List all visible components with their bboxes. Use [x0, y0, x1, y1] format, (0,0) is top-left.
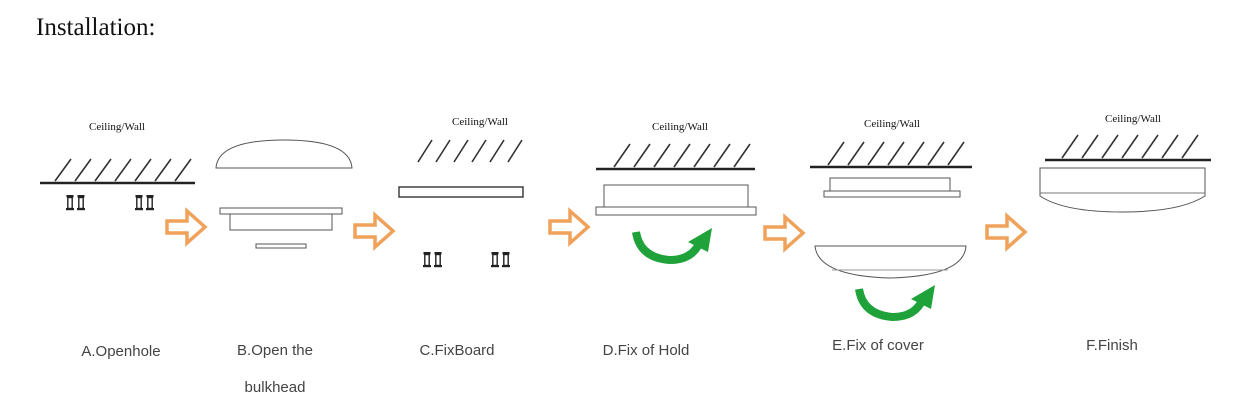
step-a-illustration: Ceiling/Wall: [40, 121, 195, 211]
rotate-arrow-icon: [859, 285, 935, 317]
step-c-illustration: Ceiling/Wall: [398, 116, 524, 268]
step-b-illustration: [215, 139, 353, 249]
surface-label: Ceiling/Wall: [652, 121, 708, 133]
step-c-caption: C.FixBoard: [419, 342, 494, 359]
step-b-caption-line2: bulkhead: [245, 379, 306, 396]
step-e-illustration: Ceiling/Wall: [810, 118, 972, 317]
surface-label: Ceiling/Wall: [452, 116, 508, 128]
forward-arrow-icon: [165, 209, 207, 245]
screw-icon: [422, 251, 511, 268]
forward-arrow-icon: [985, 214, 1027, 250]
step-d-caption: D.Fix of Hold: [603, 342, 690, 359]
step-e-caption: E.Fix of cover: [832, 337, 924, 354]
step-a-caption: A.Openhole: [81, 343, 160, 360]
forward-arrow-icon: [353, 213, 395, 249]
step-f-caption: F.Finish: [1086, 337, 1138, 354]
rotate-arrow-icon: [636, 228, 712, 260]
step-d-illustration: Ceiling/Wall: [595, 121, 757, 260]
forward-arrow-icon: [548, 209, 590, 245]
surface-label: Ceiling/Wall: [864, 118, 920, 130]
step-b-caption: B.Open the: [237, 342, 313, 359]
surface-label: Ceiling/Wall: [1105, 113, 1161, 125]
forward-arrow-icon: [763, 215, 805, 251]
surface-label: Ceiling/Wall: [89, 121, 145, 133]
page-title: Installation:: [36, 14, 156, 41]
screw-icon: [65, 194, 155, 211]
step-f-illustration: Ceiling/Wall: [1039, 113, 1211, 213]
